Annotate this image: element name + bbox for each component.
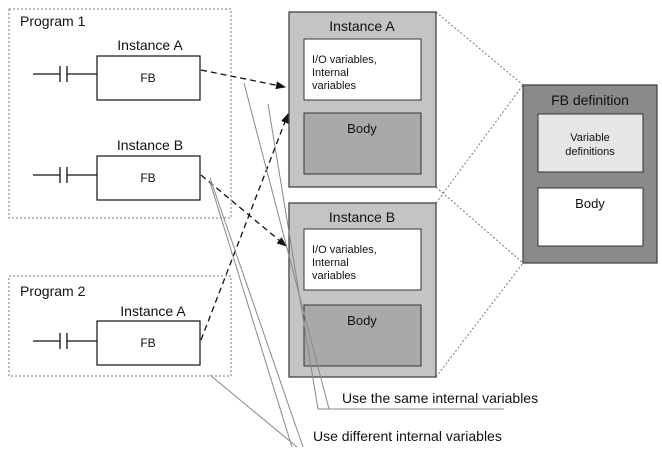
program-2-instance-a-contact-icon xyxy=(33,333,97,349)
memory-instance-b-body-text: Body xyxy=(347,313,377,328)
arrow-p1-instance-b-to-memory-b xyxy=(200,174,287,247)
annotation-different-internal-variables: Use different internal variables xyxy=(313,428,502,444)
annotation-same-internal-variables: Use the same internal variables xyxy=(342,390,538,406)
memory-instance-a-body-box xyxy=(303,112,422,175)
memory-instance-b-vars-line2: Internal xyxy=(312,257,349,269)
program-2-instance-a-fb-block xyxy=(96,320,201,366)
definition-link-bottom xyxy=(435,262,524,378)
fb-definition-vardef-line2: definitions xyxy=(565,146,615,158)
fb-definition-title: FB definition xyxy=(551,92,629,108)
program-1-instance-a-fb-block xyxy=(96,55,201,101)
program-1-instance-a-label: Instance A xyxy=(117,37,183,53)
program-2-frame xyxy=(8,275,232,377)
fb-definition-body-text: Body xyxy=(575,196,605,211)
definition-link-middle xyxy=(435,186,524,264)
callout-different-variables-lines xyxy=(209,177,304,448)
program-1-instance-b-label: Instance B xyxy=(117,137,183,153)
program-1-instance-a-contact-icon xyxy=(33,66,97,82)
program-1-instance-a-fb-text: FB xyxy=(140,71,155,85)
definition-link-lower xyxy=(435,84,524,204)
arrow-p1-instance-a-to-memory-a xyxy=(200,69,286,90)
memory-instance-b-title: Instance B xyxy=(329,209,395,225)
program-1-instance-b-contact-icon xyxy=(33,167,97,183)
definition-link-top xyxy=(435,11,524,86)
memory-instance-a-vars-line2: Internal xyxy=(312,67,349,79)
program-1-title: Program 1 xyxy=(20,13,86,29)
fb-definition-body-box xyxy=(537,187,644,247)
arrow-p2-instance-a-to-memory-a xyxy=(200,113,289,341)
memory-instance-b-body-box xyxy=(303,304,422,367)
program-1-instance-b-fb-text: FB xyxy=(140,171,155,185)
memory-instance-a-body-text: Body xyxy=(347,121,377,136)
program-1-frame xyxy=(8,8,232,219)
memory-instance-a-vars-line3: variables xyxy=(312,80,357,92)
memory-instance-a-variables-box xyxy=(303,38,422,101)
fb-definition-vardef-line1: Variable xyxy=(570,132,610,144)
program-2-title: Program 2 xyxy=(20,283,86,299)
memory-instance-b-vars-line3: variables xyxy=(312,270,357,282)
memory-instance-a-title: Instance A xyxy=(329,18,395,34)
program-2-instance-a-fb-text: FB xyxy=(140,336,155,350)
memory-instance-a-vars-line1: I/O variables, xyxy=(312,54,377,66)
memory-instance-b-vars-line1: I/O variables, xyxy=(312,244,377,256)
callout-same-variables-lines xyxy=(243,82,504,410)
program-1-instance-b-fb-block xyxy=(96,155,201,201)
fb-definition-vardef-box xyxy=(537,113,644,173)
program-2-instance-a-label: Instance A xyxy=(120,303,186,319)
memory-instance-b-variables-box xyxy=(303,228,422,291)
